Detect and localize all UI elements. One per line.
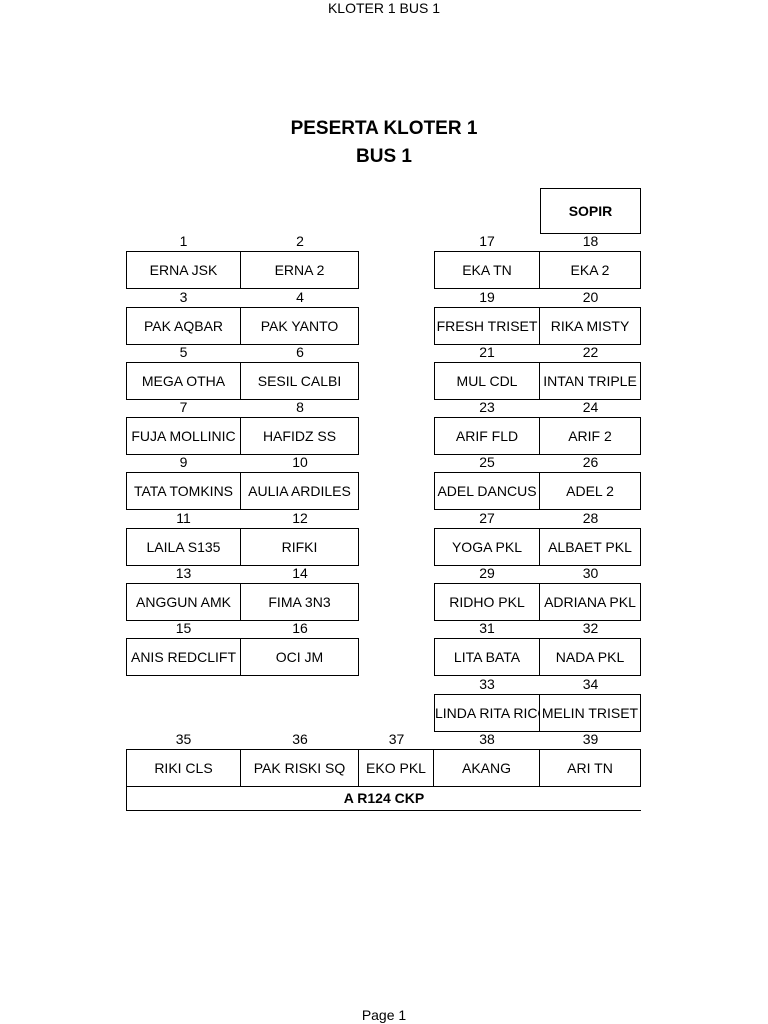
seat-cell: LAILA S135 [126, 528, 241, 566]
seat-cell: SESIL CALBI [241, 362, 359, 400]
seat-number: 7 [179, 399, 188, 415]
seat-cell: LITA BATA [434, 638, 540, 676]
seat-cell: EKO PKL [359, 749, 434, 787]
seat-number: 20 [582, 289, 599, 305]
seat-number: 11 [176, 510, 191, 526]
seat-cell: PAK AQBAR [126, 307, 241, 345]
seat-cell: INTAN TRIPLE [540, 362, 641, 400]
page-header: KLOTER 1 BUS 1 [327, 0, 441, 16]
seat-number: 28 [582, 510, 599, 526]
seat-cell: ARI TN [540, 749, 641, 787]
seat-cell: TATA TOMKINS [126, 472, 241, 510]
seat-cell: EKA 2 [540, 251, 641, 289]
seat-cell: EKA TN [434, 251, 540, 289]
seat-cell: ADRIANA PKL [540, 583, 641, 621]
seat-number: 37 [388, 731, 405, 747]
seat-number: 6 [296, 344, 304, 360]
seat-number: 12 [292, 510, 308, 526]
seat-cell: ARIF FLD [434, 417, 540, 455]
seat-cell: RIKI CLS [126, 749, 241, 787]
seat-cell: ALBAET PKL [540, 528, 641, 566]
seat-cell: FUJA MOLLINIC [126, 417, 241, 455]
seat-number: 36 [292, 731, 308, 747]
seat-number: 31 [479, 620, 495, 636]
seat-number: 17 [479, 233, 495, 249]
seat-number: 35 [175, 731, 192, 747]
seat-number: 33 [479, 676, 495, 692]
page-subtitle: BUS 1 [356, 146, 412, 167]
seat-cell: MELIN TRISET [540, 694, 641, 732]
page-title: PESERTA KLOTER 1 [290, 118, 478, 139]
seat-cell: NADA PKL [540, 638, 641, 676]
seat-cell: PAK RISKI SQ [241, 749, 359, 787]
seat-cell: RIKA MISTY [540, 307, 641, 345]
seat-cell: ELINDA RITA RICO [434, 694, 540, 732]
page-footer: Page 1 [361, 1007, 407, 1023]
seat-number: 19 [479, 289, 495, 305]
seat-cell: ANGGUN AMK [126, 583, 241, 621]
seat-cell: ERNA 2 [241, 251, 359, 289]
seat-number: 14 [292, 565, 308, 581]
plate-number: A R124 CKP [126, 786, 641, 811]
seat-cell: PAK YANTO [241, 307, 359, 345]
driver-seat: SOPIR [540, 188, 641, 234]
seat-cell: ERNA JSK [126, 251, 241, 289]
seat-cell: FIMA 3N3 [241, 583, 359, 621]
seat-cell: ADEL 2 [540, 472, 641, 510]
seat-number: 9 [179, 454, 188, 470]
seat-cell: ANIS REDCLIFT [126, 638, 241, 676]
seat-cell: RIDHO PKL [434, 583, 540, 621]
seat-number: 32 [582, 620, 599, 636]
seat-number: 22 [582, 344, 599, 360]
seat-number: 1 [179, 233, 188, 249]
seat-number: 24 [582, 399, 599, 415]
seat-number: 34 [582, 676, 599, 692]
seat-number: 10 [292, 454, 308, 470]
seat-cell: AKANG [434, 749, 540, 787]
seat-cell: FRESH TRISET [434, 307, 540, 345]
seat-number: 30 [582, 565, 599, 581]
seat-number: 18 [582, 233, 599, 249]
seat-number: 38 [479, 731, 495, 747]
seat-number: 23 [479, 399, 495, 415]
seat-number: 27 [479, 510, 495, 526]
seat-cell: HAFIDZ SS [241, 417, 359, 455]
seat-cell: ADEL DANCUS [434, 472, 540, 510]
seat-number: 21 [479, 344, 495, 360]
seat-number: 15 [175, 620, 192, 636]
seat-number: 26 [582, 454, 599, 470]
seat-number: 39 [582, 731, 599, 747]
seat-number: 2 [296, 233, 304, 249]
seat-cell: RIFKI [241, 528, 359, 566]
seat-cell: MEGA OTHA [126, 362, 241, 400]
seat-number: 8 [296, 399, 304, 415]
seat-cell: AULIA ARDILES [241, 472, 359, 510]
seat-number: 5 [179, 344, 188, 360]
seat-cell: OCI JM [241, 638, 359, 676]
seat-number: 16 [292, 620, 308, 636]
seat-number: 13 [175, 565, 192, 581]
seat-number: 3 [179, 289, 188, 305]
seat-number: 29 [479, 565, 495, 581]
seat-number: 4 [296, 289, 304, 305]
seat-cell: ARIF 2 [540, 417, 641, 455]
seat-cell: MUL CDL [434, 362, 540, 400]
seat-number: 25 [479, 454, 495, 470]
seat-cell: YOGA PKL [434, 528, 540, 566]
